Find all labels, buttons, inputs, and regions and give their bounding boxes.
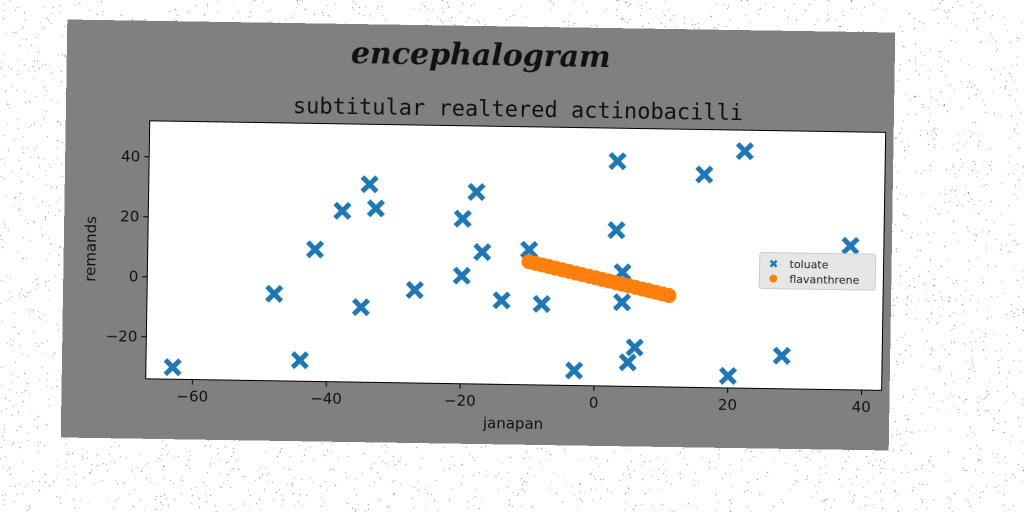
series-1-point-15: [532, 294, 551, 314]
series-1-point-9: [452, 266, 471, 285]
legend-marker-2: [769, 274, 778, 283]
series-1-point-3: [305, 240, 325, 259]
y-tick-label-0: −20: [106, 327, 138, 345]
x-tick-label-4: 20: [718, 396, 737, 414]
chart-marks: [163, 142, 860, 386]
series-1-point-8: [405, 280, 424, 300]
x-tick-label-2: −20: [444, 391, 476, 409]
legend-label-2: flavanthrene: [789, 273, 859, 287]
x-axis-label: janapan: [482, 414, 544, 433]
series-1-point-22: [625, 338, 644, 357]
series-2-point-21: [661, 288, 677, 304]
series-1-point-26: [772, 346, 791, 365]
y-tick-label-2: 20: [120, 207, 139, 225]
series-1-point-20: [612, 293, 632, 312]
series-1-point-21: [618, 353, 637, 372]
y-axis-label: remands: [81, 216, 100, 282]
series-1-point-0: [163, 358, 182, 377]
x-tick-label-1: −40: [310, 389, 342, 407]
legend-box: [758, 251, 877, 291]
series-1-point-7: [366, 199, 386, 218]
series-1-point-14: [520, 240, 539, 259]
series-1-point-1: [265, 284, 284, 303]
series-1-point-18: [607, 221, 626, 240]
scatter-chart: −60 −40 −20 0 20 40 −20 0 20 40 subtitular realte…: [81, 94, 887, 433]
legend-marker-1: [769, 259, 778, 268]
series-1-point-24: [718, 366, 738, 386]
plot-area: [145, 120, 886, 391]
series-1-point-12: [473, 242, 492, 262]
x-tick-label-0: −60: [176, 387, 208, 405]
series-1-point-2: [290, 351, 310, 370]
plot-frame: [145, 120, 887, 391]
axis-ticks: −60 −40 −20 0 20 40 −20 0 20 40: [106, 147, 871, 416]
x-tick-label-3: 0: [589, 394, 599, 412]
series-1-point-17: [608, 152, 627, 171]
y-tick-label-3: 40: [121, 147, 140, 165]
series-1-point-23: [695, 165, 714, 184]
series-1-point-5: [351, 298, 371, 317]
series-1-point-6: [360, 175, 379, 194]
series-1-point-25: [735, 142, 754, 161]
chart-title: subtitular realtered actinobacilli: [293, 94, 744, 126]
series-1-point-11: [467, 182, 486, 202]
series-1-point-10: [453, 209, 472, 228]
legend-label-1: toluate: [789, 258, 828, 272]
series-1-point-13: [492, 291, 511, 310]
series-1-point-27: [841, 236, 860, 255]
series-1-point-16: [564, 361, 584, 380]
series-1-point-4: [333, 201, 352, 220]
y-tick-label-1: 0: [129, 268, 139, 286]
x-tick-label-5: 40: [852, 398, 871, 416]
